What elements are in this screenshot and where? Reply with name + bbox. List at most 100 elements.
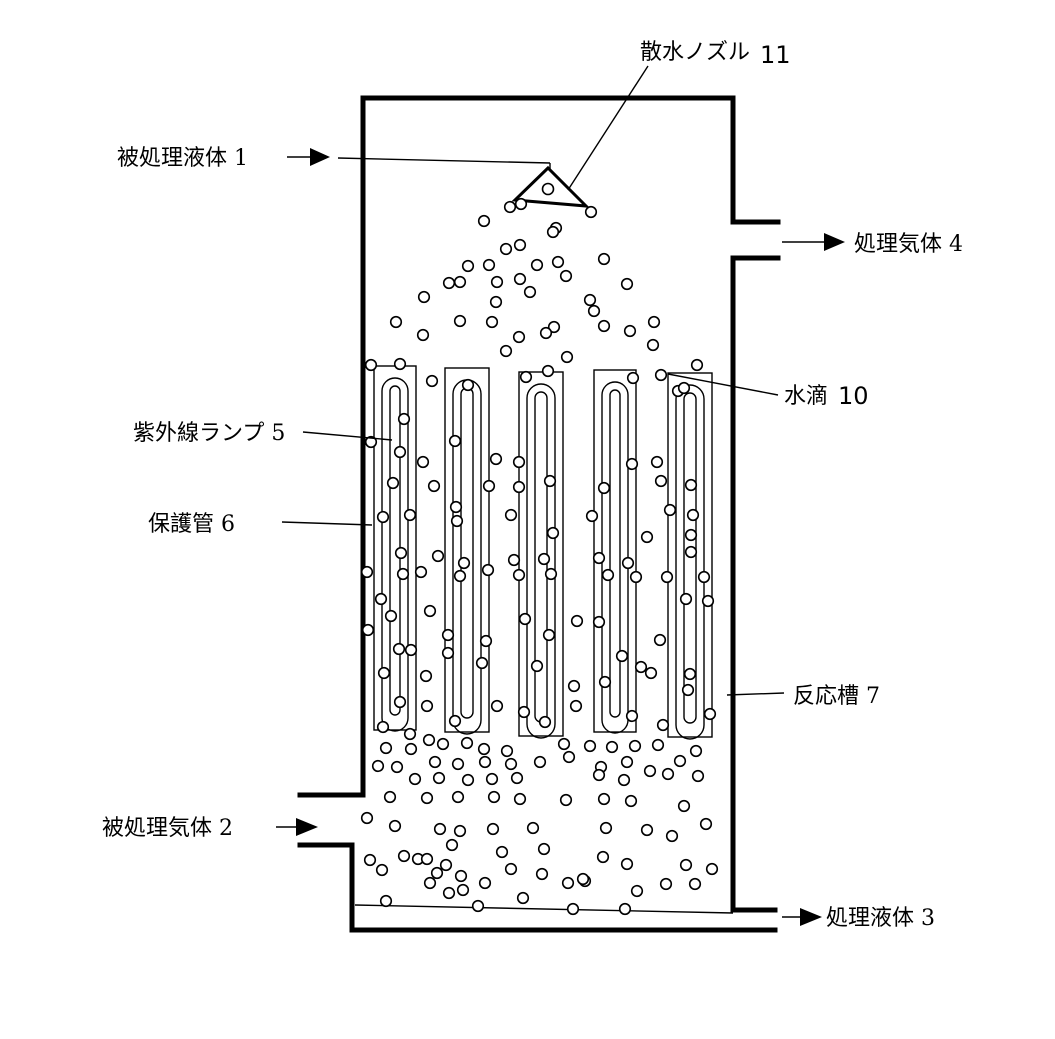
water-droplet [502,746,513,757]
water-droplet [656,370,667,381]
water-droplet [463,775,474,786]
water-droplet [622,859,633,870]
water-droplet [481,636,492,647]
water-droplet [589,306,600,317]
water-droplet [362,567,373,578]
droplet-label: 水滴 [784,384,828,409]
water-droplet [652,457,663,468]
water-droplet [515,240,526,251]
protective-tube [594,370,636,732]
water-droplet [432,868,443,879]
water-droplet [636,662,647,673]
uv-lamp-group [374,366,712,739]
water-droplet [421,671,432,682]
water-droplet [462,738,473,749]
water-droplet [546,569,557,580]
water-droplet [515,794,526,805]
water-droplet [391,317,402,328]
gas-in-arrow-icon [296,818,318,836]
gas-in-label: 被処理気体 2 [102,816,233,841]
liquid-in-label: 被処理液体 1 [117,146,248,171]
water-droplet [594,617,605,628]
water-droplet [506,510,517,521]
water-droplet [376,594,387,605]
water-droplet [455,826,466,837]
water-droplet [514,482,525,493]
water-droplet [463,261,474,272]
water-droplet [599,483,610,494]
water-droplet [443,630,454,641]
water-droplet [373,761,384,772]
water-droplet [561,271,572,282]
water-droplet [599,321,610,332]
water-droplet [518,893,529,904]
water-droplet [539,554,550,565]
water-droplet [537,869,548,880]
water-droplet [484,481,495,492]
liquid-out-arrow-icon [800,908,822,926]
water-droplet [378,512,389,523]
water-droplet [661,879,672,890]
water-droplet [539,844,550,855]
water-droplet [514,570,525,581]
water-droplet [390,821,401,832]
uv-lamp-inner [610,390,620,717]
water-droplet [543,366,554,377]
water-droplet [649,317,660,328]
water-droplet [690,879,701,890]
water-droplet [692,360,703,371]
water-droplet [480,757,491,768]
water-droplet [422,701,433,712]
water-droplet [484,260,495,271]
water-droplet [587,511,598,522]
liquid-feed-line [338,158,550,172]
water-droplet [492,277,503,288]
water-droplet [564,752,575,763]
water-droplet [594,553,605,564]
water-droplet [578,874,589,885]
water-droplet [642,825,653,836]
water-droplet [444,278,455,289]
water-droplet [628,373,639,384]
water-droplet [572,616,583,627]
water-droplet [434,773,445,784]
liquid-out-label: 処理液体 3 [826,906,935,931]
water-droplet [627,711,638,722]
water-droplet [433,551,444,562]
water-droplet [653,740,664,751]
water-droplet [535,757,546,768]
water-droplet [430,757,441,768]
reactor-vessel [300,98,778,930]
water-droplet [519,707,530,718]
water-droplet [683,685,694,696]
uv-lamp-label: 紫外線ランプ 5 [133,421,285,446]
water-droplet [501,244,512,255]
water-droplet [410,774,421,785]
liquid-in-arrow-icon [310,148,330,166]
water-droplet [366,360,377,371]
water-droplet [455,571,466,582]
water-droplet [525,287,536,298]
water-droplet [548,227,559,238]
water-droplet [625,326,636,337]
water-droplet [477,658,488,669]
water-droplet [545,476,556,487]
water-droplet [492,701,503,712]
water-droplet [444,888,455,899]
water-droplet [385,792,396,803]
water-droplet [540,717,551,728]
water-droplet [443,648,454,659]
water-droplet [701,819,712,830]
water-droplet [506,864,517,875]
water-droplet [623,558,634,569]
water-droplet [620,904,631,915]
water-droplet [506,759,517,770]
water-droplet [627,459,638,470]
reactor-label: 反応槽 7 [793,684,880,709]
water-droplet [685,669,696,680]
water-droplet [399,851,410,862]
water-droplet [399,414,410,425]
gas-out-label: 処理気体 4 [854,232,963,257]
water-droplet [491,297,502,308]
